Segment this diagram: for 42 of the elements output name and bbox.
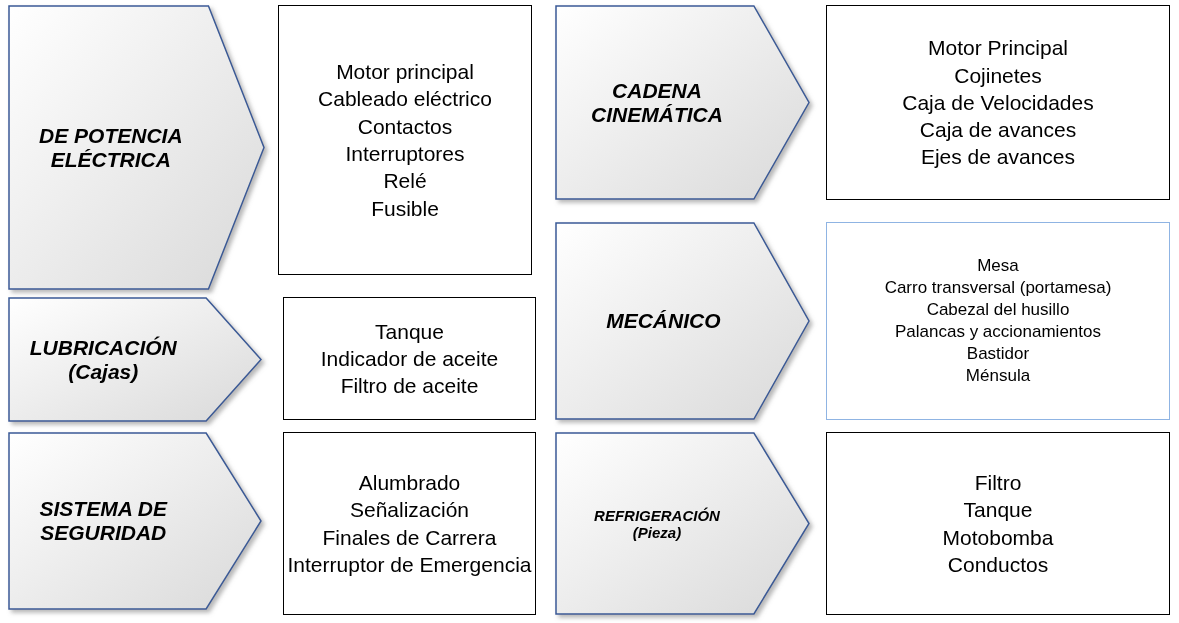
category-subtitle: (Cajas) [68,359,139,384]
category-title: MECÁNICO [606,309,721,333]
list-item: Conductos [947,551,1049,578]
list-item: Motobomba [942,524,1054,551]
list-item: Interruptores [345,141,465,167]
list-item: Cojinetes [954,62,1042,89]
list-item: Ejes de avances [920,144,1076,171]
list-item: Señalización [349,497,470,524]
category-subtitle: (Pieza) [632,523,682,541]
list-item: Indicador de aceite [320,345,499,372]
list-item: Ménsula [965,365,1031,388]
list-item: Filtro de aceite [340,373,479,400]
list-box [283,297,536,420]
category-title: SISTEMA DE SEGURIDAD [38,497,169,545]
category-title: DE POTENCIA ELÉCTRICA [38,123,184,172]
list-item: Caja de avances [919,117,1077,144]
list-box [826,432,1170,615]
list-item: Motor Principal [927,35,1069,62]
list-box [283,432,536,615]
list-item: Caja de Velocidades [902,89,1094,116]
list-item: Relé [383,168,427,195]
list-item: Interruptor de Emergencia [287,551,532,578]
list-box [826,222,1170,420]
list-item: Mesa [977,254,1019,277]
list-box [278,5,532,275]
list-item: Filtro [974,469,1022,496]
list-item: Tanque [963,497,1033,524]
list-box [826,5,1170,200]
category-title: LUBRICACIÓN [29,335,177,360]
list-item: Fusible [371,195,439,222]
list-item: Alumbrado [358,469,461,496]
list-item: Bastidor [966,343,1030,366]
list-item: Cableado eléctrico [318,86,492,113]
list-item: Tanque [375,318,444,345]
list-item: Motor principal [336,59,474,86]
category-title: REFRIGERACIÓN [594,506,720,524]
category-title: CADENA CINEMÁTICA [590,78,724,127]
list-item: Carro transversal (portamesa) [884,276,1112,299]
list-item: Contactos [357,113,453,140]
list-item: Cabezal del husillo [926,298,1070,321]
list-item: Palancas y accionamientos [895,321,1101,343]
list-item: Finales de Carrera [322,524,497,551]
